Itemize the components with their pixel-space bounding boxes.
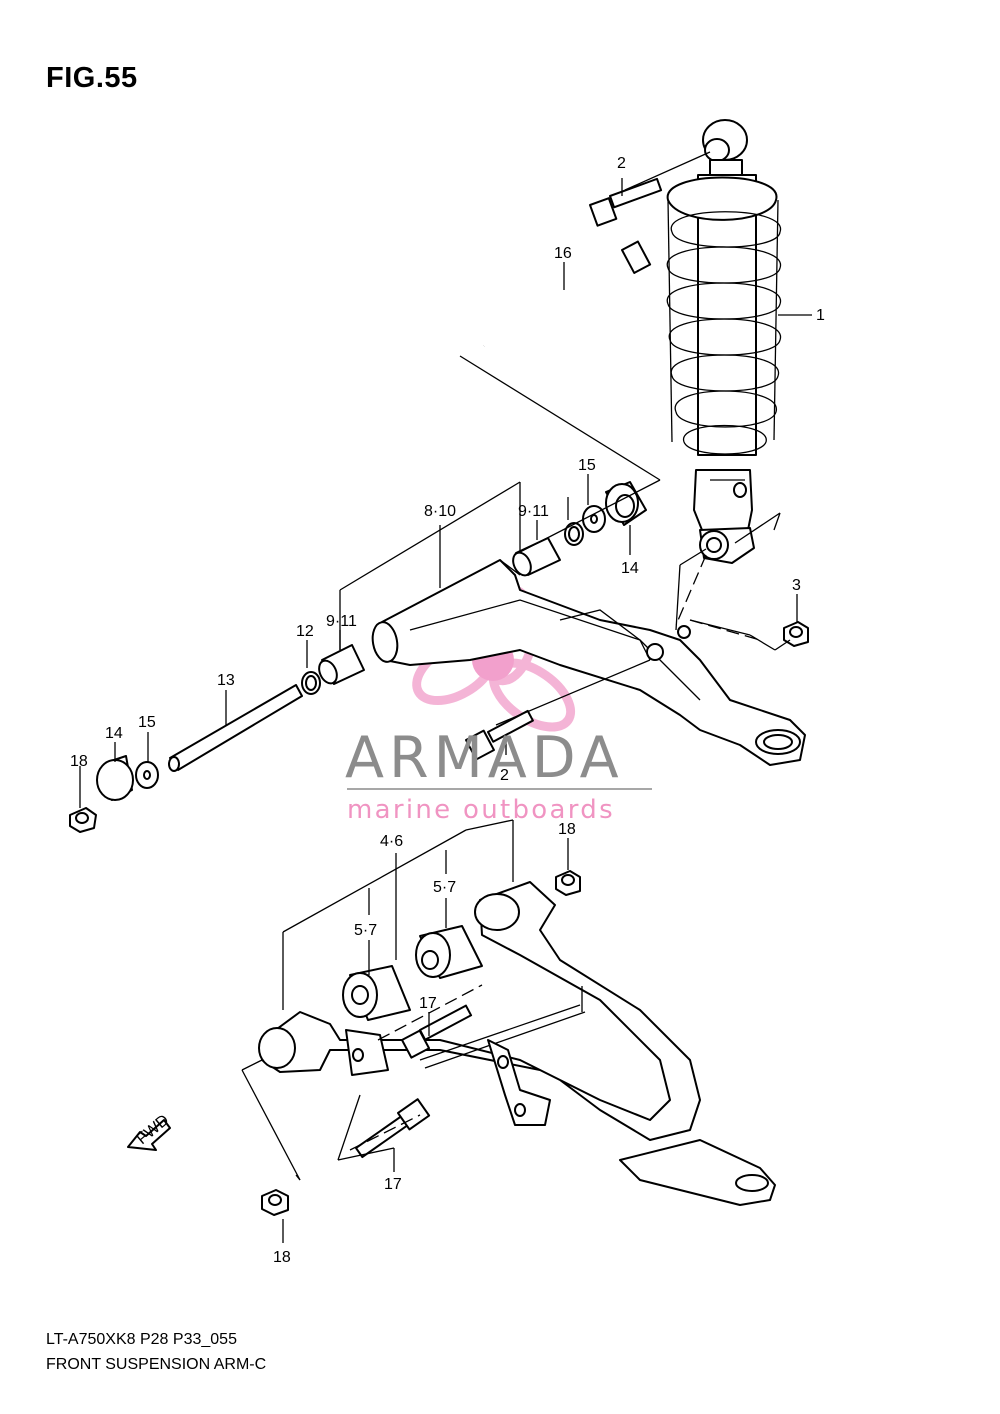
callout-15-right: 15	[578, 457, 596, 474]
nut-3	[783, 621, 809, 647]
callout-14-left: 14	[105, 725, 123, 742]
shock-absorber	[666, 119, 781, 564]
diagram-name: FRONT SUSPENSION ARM-C	[46, 1356, 267, 1373]
upper-arm-hardware	[69, 481, 647, 833]
watermark-name: ARMADA	[345, 725, 624, 791]
diagram-code: LT-A750XK8 P28 P33_055	[46, 1331, 237, 1348]
callout-2-mid: 2	[500, 767, 509, 784]
callout-17-upper: 17	[419, 995, 437, 1012]
callout-9-11-right: 9·11	[518, 503, 549, 520]
bolt-2-top	[589, 177, 663, 227]
callout-5-7-upper: 5·7	[433, 879, 456, 896]
callout-18-bottom: 18	[273, 1249, 291, 1266]
callout-14-right: 14	[621, 560, 639, 577]
figure-title: FIG.55	[46, 62, 138, 94]
bolt-2-mid	[465, 709, 534, 761]
bolt-16	[482, 240, 652, 349]
callout-18-left: 18	[70, 753, 88, 770]
callout-12-left: 12	[296, 623, 314, 640]
callout-17-lower: 17	[384, 1176, 402, 1193]
watermark-tagline: marine outboards	[347, 795, 615, 825]
lower-suspension-arm	[258, 881, 776, 1206]
leader-lines	[79, 151, 812, 1243]
callout-3: 3	[792, 577, 801, 594]
nut-18-bottom	[261, 1189, 289, 1216]
watermark-rule-top	[347, 788, 652, 790]
nut-18-right	[555, 870, 581, 896]
callout-5-7-lower: 5·7	[354, 922, 377, 939]
callout-9-11-left: 9·11	[326, 613, 357, 630]
coil-spring	[666, 176, 781, 455]
lower-arm-bushings	[342, 925, 483, 1021]
callout-1: 1	[816, 307, 825, 324]
callout-15-left: 15	[138, 714, 156, 731]
callout-16: 16	[554, 245, 572, 262]
callout-18-right: 18	[558, 821, 576, 838]
callout-labels: 1 2 16 15 9·11 8·10 14 3 9·11 12 13 14 1…	[70, 155, 825, 1266]
upper-suspension-arm	[371, 559, 806, 766]
callout-2-top: 2	[617, 155, 626, 172]
callout-13: 13	[217, 672, 235, 689]
callout-4-6: 4·6	[380, 833, 403, 850]
callout-8-10: 8·10	[424, 503, 456, 520]
bolt-17-upper	[401, 1004, 473, 1059]
forward-direction-arrow: FWD	[127, 1112, 172, 1151]
